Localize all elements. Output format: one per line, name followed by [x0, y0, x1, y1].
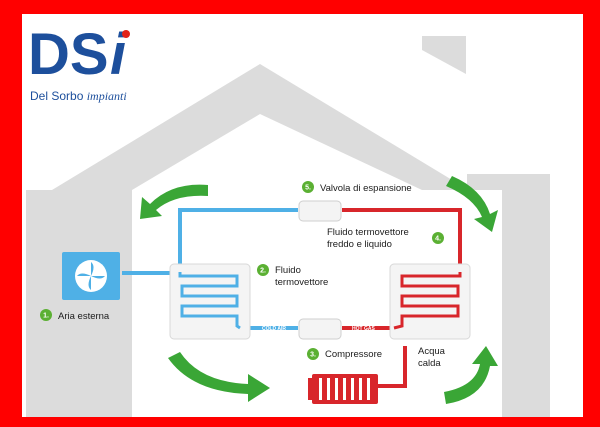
diagram-canvas: DS i Del Sorbo impianti COLD AIR HOT GAS	[22, 14, 583, 417]
arrow-bottom-right	[444, 346, 498, 404]
svg-text:termovettore: termovettore	[275, 277, 328, 288]
logo-red-dot	[122, 30, 130, 38]
logo-letter-i: i	[110, 22, 128, 87]
svg-text:3.: 3.	[310, 352, 316, 359]
fan-icon	[62, 252, 120, 300]
hot-gas-tag: HOT GAS	[352, 326, 375, 332]
chimney	[422, 36, 466, 74]
compressor-icon	[298, 318, 342, 340]
svg-text:Aria esterna: Aria esterna	[58, 311, 110, 322]
logo-subtitle: Del Sorbo impianti	[30, 89, 127, 103]
radiator-icon	[308, 374, 378, 404]
green-arrows	[140, 176, 498, 404]
company-logo: DS i Del Sorbo impianti	[28, 22, 130, 103]
arrow-bottom-left	[168, 352, 270, 402]
hot-coil-icon	[389, 263, 471, 340]
svg-text:calda: calda	[418, 358, 441, 369]
svg-text:1.: 1.	[43, 313, 49, 320]
svg-text:Valvola di espansione: Valvola di espansione	[320, 183, 412, 194]
step-5: 5. Valvola di espansione	[302, 181, 412, 194]
svg-text:2.: 2.	[260, 268, 266, 275]
heat-pump-diagram: DS i Del Sorbo impianti COLD AIR HOT GAS	[26, 22, 550, 417]
step-2: 2. Fluido termovettore	[257, 264, 328, 288]
cold-air-tag: COLD AIR	[262, 326, 286, 332]
svg-text:Fluido: Fluido	[275, 265, 301, 276]
step-1: 1. Aria esterna	[40, 309, 110, 322]
arrow-top-left	[140, 184, 208, 219]
svg-text:4.: 4.	[435, 236, 441, 243]
svg-text:Acqua: Acqua	[418, 346, 446, 357]
svg-text:5.: 5.	[305, 185, 311, 192]
valve-icon	[298, 200, 342, 222]
step-4: 4. Fluido termovettore freddo e liquido	[327, 227, 444, 250]
arrow-top-right	[446, 176, 498, 232]
logo-letters-ds: DS	[28, 22, 109, 87]
water-label: Acqua calda	[418, 346, 446, 369]
step-3: 3. Compressore	[307, 348, 382, 360]
svg-text:Fluido termovettore: Fluido termovettore	[327, 227, 409, 238]
svg-text:freddo e liquido: freddo e liquido	[327, 239, 392, 250]
cold-coil-icon	[169, 263, 251, 340]
hot-pipe	[342, 208, 462, 388]
svg-text:Compressore: Compressore	[325, 349, 382, 360]
